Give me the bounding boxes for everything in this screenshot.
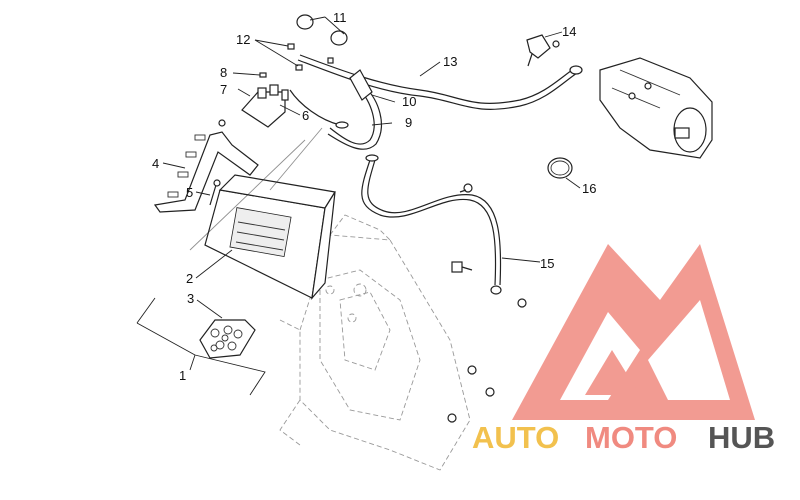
watermark-logo (512, 244, 755, 420)
watermark-hub: HUB (708, 420, 775, 455)
ground-cable (361, 154, 502, 295)
strap-bolt (218, 119, 226, 127)
callout-16: 16 (582, 181, 596, 196)
callout-8: 8 (220, 65, 227, 80)
callout-4: 4 (152, 156, 159, 171)
battery-label (229, 207, 292, 258)
bolts (447, 183, 527, 423)
battery-tray (199, 319, 256, 359)
callout-10: 10 (402, 94, 416, 109)
callout-1: 1 (179, 368, 186, 383)
callout-13: 13 (443, 54, 457, 69)
callout-15: 15 (540, 256, 554, 271)
callout-7: 7 (220, 82, 227, 97)
callout-2: 2 (186, 271, 193, 286)
watermark-auto: AUTO (472, 420, 559, 455)
watermark-moto: MOTO (585, 420, 677, 455)
callout-11: 11 (333, 10, 347, 25)
battery-cable (327, 69, 383, 150)
callout-12: 12 (236, 32, 250, 47)
circlip (547, 157, 573, 179)
callout-5: 5 (186, 185, 193, 200)
small-connector (259, 72, 267, 78)
battery (204, 174, 336, 300)
watermark-text: AUTO MOTO HUB (472, 420, 775, 455)
starter-cable (297, 54, 583, 110)
leader-lines (162, 16, 581, 371)
battery-strap (153, 131, 259, 213)
terminal-covers (296, 14, 348, 46)
screw (209, 179, 221, 206)
callouts: 1 2 3 4 5 6 7 8 9 10 11 12 13 14 15 16 (152, 10, 596, 383)
relay-cable (289, 89, 349, 129)
nuts (287, 43, 334, 71)
starter-terminal-cap (526, 34, 560, 67)
callout-3: 3 (187, 291, 194, 306)
kit-bracket (136, 297, 266, 396)
starter-relay (241, 84, 289, 128)
callout-9: 9 (405, 115, 412, 130)
callout-14: 14 (562, 24, 576, 39)
starter-motor (599, 57, 713, 159)
frame-outline (279, 214, 471, 471)
callout-6: 6 (302, 108, 309, 123)
